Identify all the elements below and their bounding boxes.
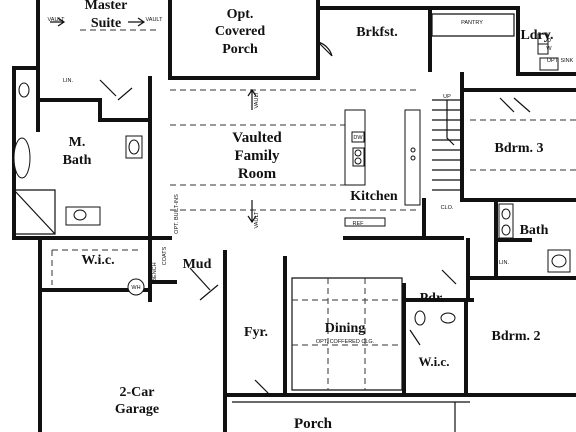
room-ldry: Ldry. <box>520 28 553 43</box>
room-labels: Master Suite Opt. Covered Porch Brkfst. … <box>63 0 554 432</box>
room-family: Vaulted <box>232 130 282 146</box>
room-bdrm3: Bdrm. 3 <box>495 141 544 156</box>
label-up: UP <box>443 94 451 100</box>
room-m-bath: M. <box>69 135 86 150</box>
room-fyr: Fyr. <box>244 325 268 340</box>
details <box>13 13 576 432</box>
label-lin-bath: LIN. <box>499 260 510 266</box>
annotations: VAULT VAULT VAULT VAULT PANTRY DW REF CL… <box>48 17 574 345</box>
room-wic-master: W.i.c. <box>81 253 114 268</box>
room-brkfst: Brkfst. <box>356 25 398 40</box>
room-bdrm2: Bdrm. 2 <box>492 329 541 344</box>
room-wic-bdrm2: W.i.c. <box>419 354 450 369</box>
room-bath: Bath <box>520 223 549 238</box>
label-lin-master: LIN. <box>63 78 74 84</box>
label-dw: DW <box>353 135 363 141</box>
label-vault-1: VAULT <box>48 17 66 23</box>
label-ref: REF <box>353 221 365 227</box>
label-clo: CLO. <box>441 205 454 211</box>
label-dryer: D <box>547 38 551 44</box>
label-vault-2: VAULT <box>146 17 164 23</box>
room-garage-2: Garage <box>115 402 159 417</box>
label-opt-sink: OPT. SINK <box>547 58 574 64</box>
label-bench: BENCH <box>152 262 158 281</box>
room-mud: Mud <box>183 257 212 272</box>
label-coffered: OPT. COFFERED CLG. <box>316 339 375 345</box>
room-dining: Dining <box>325 321 365 336</box>
label-pantry: PANTRY <box>461 20 483 26</box>
room-family-3: Room <box>238 166 277 182</box>
label-opt-builtins: OPT. BUILT-INS <box>174 194 180 234</box>
room-master-suite-2: Suite <box>91 16 121 31</box>
label-wh: WH <box>131 285 140 291</box>
room-master-suite: Master <box>85 0 128 13</box>
label-washer: W <box>546 46 552 52</box>
room-garage: 2-Car <box>120 385 155 400</box>
room-covered-porch: Opt. <box>227 7 254 22</box>
label-vault-4: VAULT <box>254 211 260 229</box>
label-vault-3: VAULT <box>254 91 260 109</box>
room-m-bath-2: Bath <box>63 153 92 168</box>
room-kitchen: Kitchen <box>350 189 398 204</box>
room-pdr: Pdr. <box>420 291 445 306</box>
room-covered-porch-3: Porch <box>222 42 258 57</box>
room-family-2: Family <box>235 148 280 164</box>
label-coats: COATS <box>162 246 168 265</box>
room-porch: Porch <box>294 416 333 432</box>
room-covered-porch-2: Covered <box>215 24 265 39</box>
